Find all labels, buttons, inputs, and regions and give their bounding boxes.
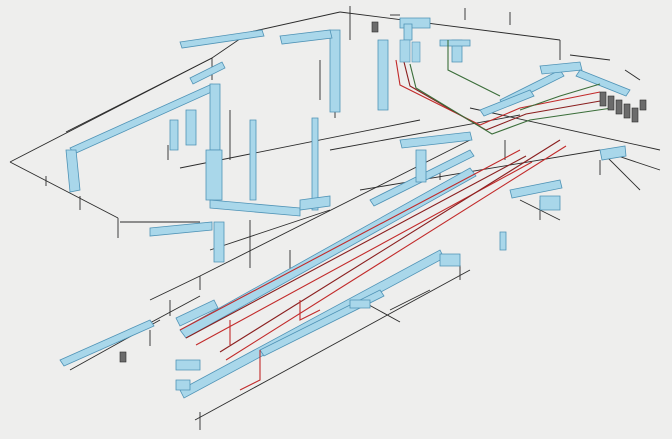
pump-unit <box>615 99 623 115</box>
duct-segment <box>479 89 535 117</box>
duct-riser <box>185 109 197 146</box>
duct-riser <box>169 119 179 151</box>
equipment-box <box>119 351 127 363</box>
equipment-box <box>371 21 379 33</box>
piping <box>179 40 613 391</box>
duct-segment <box>539 195 561 211</box>
duct-segment <box>399 131 473 149</box>
duct-riser <box>209 83 221 151</box>
duct-segment <box>575 69 631 97</box>
pipe-dark-red <box>219 139 561 353</box>
duct-segment <box>59 319 155 367</box>
duct-riser <box>329 29 341 113</box>
plant-equipment <box>119 21 647 363</box>
duct-segment <box>209 199 301 217</box>
duct-segment <box>539 61 583 75</box>
duct-segment <box>439 39 471 47</box>
duct-riser <box>205 149 223 201</box>
pipe-green <box>519 83 601 111</box>
duct-segment <box>439 253 461 267</box>
pipe-red-drop <box>239 350 261 391</box>
pipe-red <box>225 145 567 361</box>
duct-riser <box>415 149 427 183</box>
pipe-red <box>395 59 601 126</box>
pump-unit <box>623 103 631 119</box>
pipe-red-drop <box>299 300 321 321</box>
pump-unit <box>631 107 639 123</box>
plant-riser <box>399 39 411 63</box>
duct-segment <box>279 29 333 45</box>
duct-riser <box>249 119 257 201</box>
duct-riser <box>499 231 507 251</box>
pump-unit <box>599 91 607 107</box>
pipe-dark-red <box>185 155 527 339</box>
hvac-ductwork <box>59 17 631 399</box>
duct-segment <box>349 299 371 309</box>
duct-segment <box>179 29 265 49</box>
duct-segment <box>175 379 191 391</box>
pipe-red <box>179 149 521 331</box>
plant-riser <box>411 41 421 63</box>
duct-segment <box>599 145 627 161</box>
duct-riser <box>213 221 225 263</box>
pump-unit <box>607 95 615 111</box>
duct-main <box>179 167 477 339</box>
pipe-green <box>447 40 501 97</box>
duct-segment <box>175 359 201 371</box>
duct-segment <box>299 195 331 211</box>
duct-segment <box>189 61 226 85</box>
duct-segment <box>149 221 213 237</box>
pipe-green <box>409 63 613 135</box>
duct-segment <box>175 299 219 327</box>
duct-riser <box>65 149 81 193</box>
duct-riser <box>311 117 319 211</box>
pump-unit <box>639 99 647 111</box>
duct-segment <box>509 179 563 199</box>
duct-riser <box>403 23 413 41</box>
duct-riser <box>377 39 389 111</box>
